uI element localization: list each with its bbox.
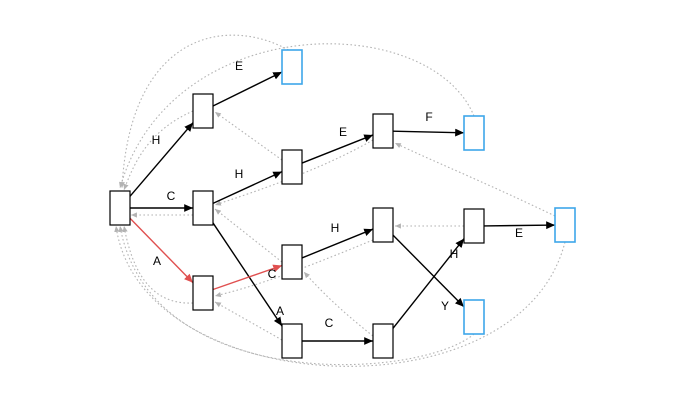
edge-label-n0-n1: H <box>152 133 161 147</box>
edge-n5-n7 <box>301 134 374 164</box>
back-edge-n8-n3 <box>214 301 283 341</box>
accept-state-n13 <box>463 299 485 335</box>
edge-n7-n11 <box>392 128 465 137</box>
state-n1 <box>192 93 214 129</box>
states <box>109 49 576 359</box>
edge-n10-n12 <box>392 238 465 329</box>
edge-label-n2-n8: A <box>276 304 284 318</box>
state-n9 <box>372 207 394 243</box>
state-n5 <box>281 149 303 185</box>
state-n0 <box>109 190 131 226</box>
edge-label-n10-n12: H <box>450 247 459 261</box>
back-edges <box>114 34 566 367</box>
edge-label-n8-n10: C <box>325 316 334 330</box>
state-n12 <box>463 208 485 244</box>
edge-label-n7-n11: F <box>425 110 432 124</box>
edge-label-n5-n7: E <box>339 125 347 139</box>
transitions <box>129 71 556 345</box>
edge-label-n6-n9: H <box>331 221 340 235</box>
back-edge-n4-n0 <box>119 34 293 189</box>
edge-n1-n4 <box>212 71 283 107</box>
back-edge-n13-n0 <box>118 225 475 366</box>
edge-n0-n1 <box>129 122 194 197</box>
edge-n2-n5 <box>212 170 283 205</box>
back-edge-n7-n2 <box>214 139 374 206</box>
back-edge-n6-n2 <box>214 208 283 263</box>
edge-labels: H C A E H A C E H C F Y H E <box>152 59 523 330</box>
back-edge-n5-n1 <box>214 111 283 161</box>
edge-label-n3-n6: C <box>268 267 277 281</box>
back-edge-n14-n0 <box>114 225 566 367</box>
edge-n0-n3 <box>129 217 194 284</box>
state-n2 <box>192 190 214 226</box>
edge-n12-n14 <box>483 221 556 230</box>
state-n10 <box>372 323 394 359</box>
edge-label-n9-n13: Y <box>441 299 449 313</box>
state-n7 <box>372 113 394 149</box>
edge-n2-n8 <box>212 222 283 327</box>
back-edge-n3-n0 <box>122 225 194 304</box>
state-n3 <box>192 275 214 311</box>
back-edge-n11-n0 <box>119 43 475 189</box>
edge-n9-n13 <box>392 234 465 308</box>
accept-state-n14 <box>554 207 576 243</box>
accept-state-n4 <box>281 49 303 85</box>
accept-state-n11 <box>463 115 485 151</box>
back-edge-n14-n7 <box>394 142 556 217</box>
back-edge-n10-n6 <box>303 271 374 337</box>
edge-label-n0-n3: A <box>153 254 161 268</box>
state-n6 <box>281 244 303 280</box>
edge-label-n2-n5: H <box>235 167 244 181</box>
edge-n6-n9 <box>301 228 374 259</box>
state-n8 <box>281 323 303 359</box>
edge-n3-n6 <box>212 264 283 291</box>
edge-label-n0-n2: C <box>167 189 176 203</box>
edge-label-n12-n14: E <box>515 226 523 240</box>
edge-label-n1-n4: E <box>235 59 243 73</box>
